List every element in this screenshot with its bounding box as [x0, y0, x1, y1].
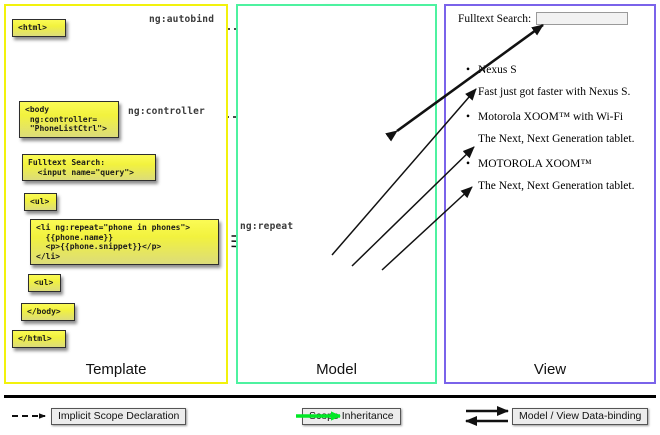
bullet-icon: • — [466, 158, 471, 170]
search-input[interactable] — [536, 12, 629, 25]
ul-open-tag-box: <ul> — [24, 193, 57, 211]
phone-list: • Nexus S Fast just got faster with Nexu… — [452, 64, 650, 193]
column-label-view: View — [533, 361, 567, 378]
ng-repeat-label: ng:repeat — [240, 221, 294, 232]
ng-autobind-label: ng:autobind — [149, 14, 215, 25]
ul-close-tag-box: <ul> — [28, 274, 61, 292]
view-content: Fulltext Search: • Nexus S Fast just got… — [452, 12, 650, 205]
html-open-tag-box: <html> — [12, 19, 66, 37]
fulltext-search-box: Fulltext Search: <input name="query"> — [22, 154, 156, 181]
phone-snippet: The Next, Next Generation tablet. — [478, 180, 635, 192]
body-tag-box: <body ng:controller= "PhoneListCtrl"> — [19, 101, 119, 138]
phone-name: MOTOROLA XOOM™ — [478, 158, 592, 170]
column-label-model: Model — [316, 361, 357, 378]
legend-divider — [4, 395, 656, 398]
column-label-template: Template — [85, 361, 147, 378]
bullet-icon: • — [466, 64, 471, 76]
phone-name: Motorola XOOM™ with Wi-Fi — [478, 111, 624, 123]
legend-arrow-double — [465, 406, 509, 426]
list-item: • Nexus S — [466, 64, 650, 77]
phone-snippet: The Next, Next Generation tablet. — [478, 133, 635, 145]
fulltext-search-row: Fulltext Search: — [458, 12, 650, 25]
legend-scope-inheritance: Scope Inheritance — [302, 408, 401, 425]
list-item: • Motorola XOOM™ with Wi-Fi — [466, 111, 650, 124]
phone-name: Nexus S — [478, 64, 517, 76]
column-model: Model — [236, 4, 437, 384]
body-close-tag-box: </body> — [21, 303, 75, 321]
ng-controller-label: ng:controller — [128, 106, 205, 117]
phone-snippet: Fast just got faster with Nexus S. — [478, 86, 631, 98]
list-item: • MOTOROLA XOOM™ — [466, 158, 650, 171]
legend-model-view-data-binding: Model / View Data-binding — [512, 408, 649, 425]
li-repeat-box: <li ng:repeat="phone in phones"> {{phone… — [30, 219, 219, 265]
legend-implicit-scope-declaration: Implicit Scope Declaration — [51, 408, 187, 425]
html-close-tag-box: </html> — [12, 330, 66, 348]
fulltext-search-label: Fulltext Search: — [458, 12, 532, 25]
bullet-icon: • — [466, 111, 471, 123]
